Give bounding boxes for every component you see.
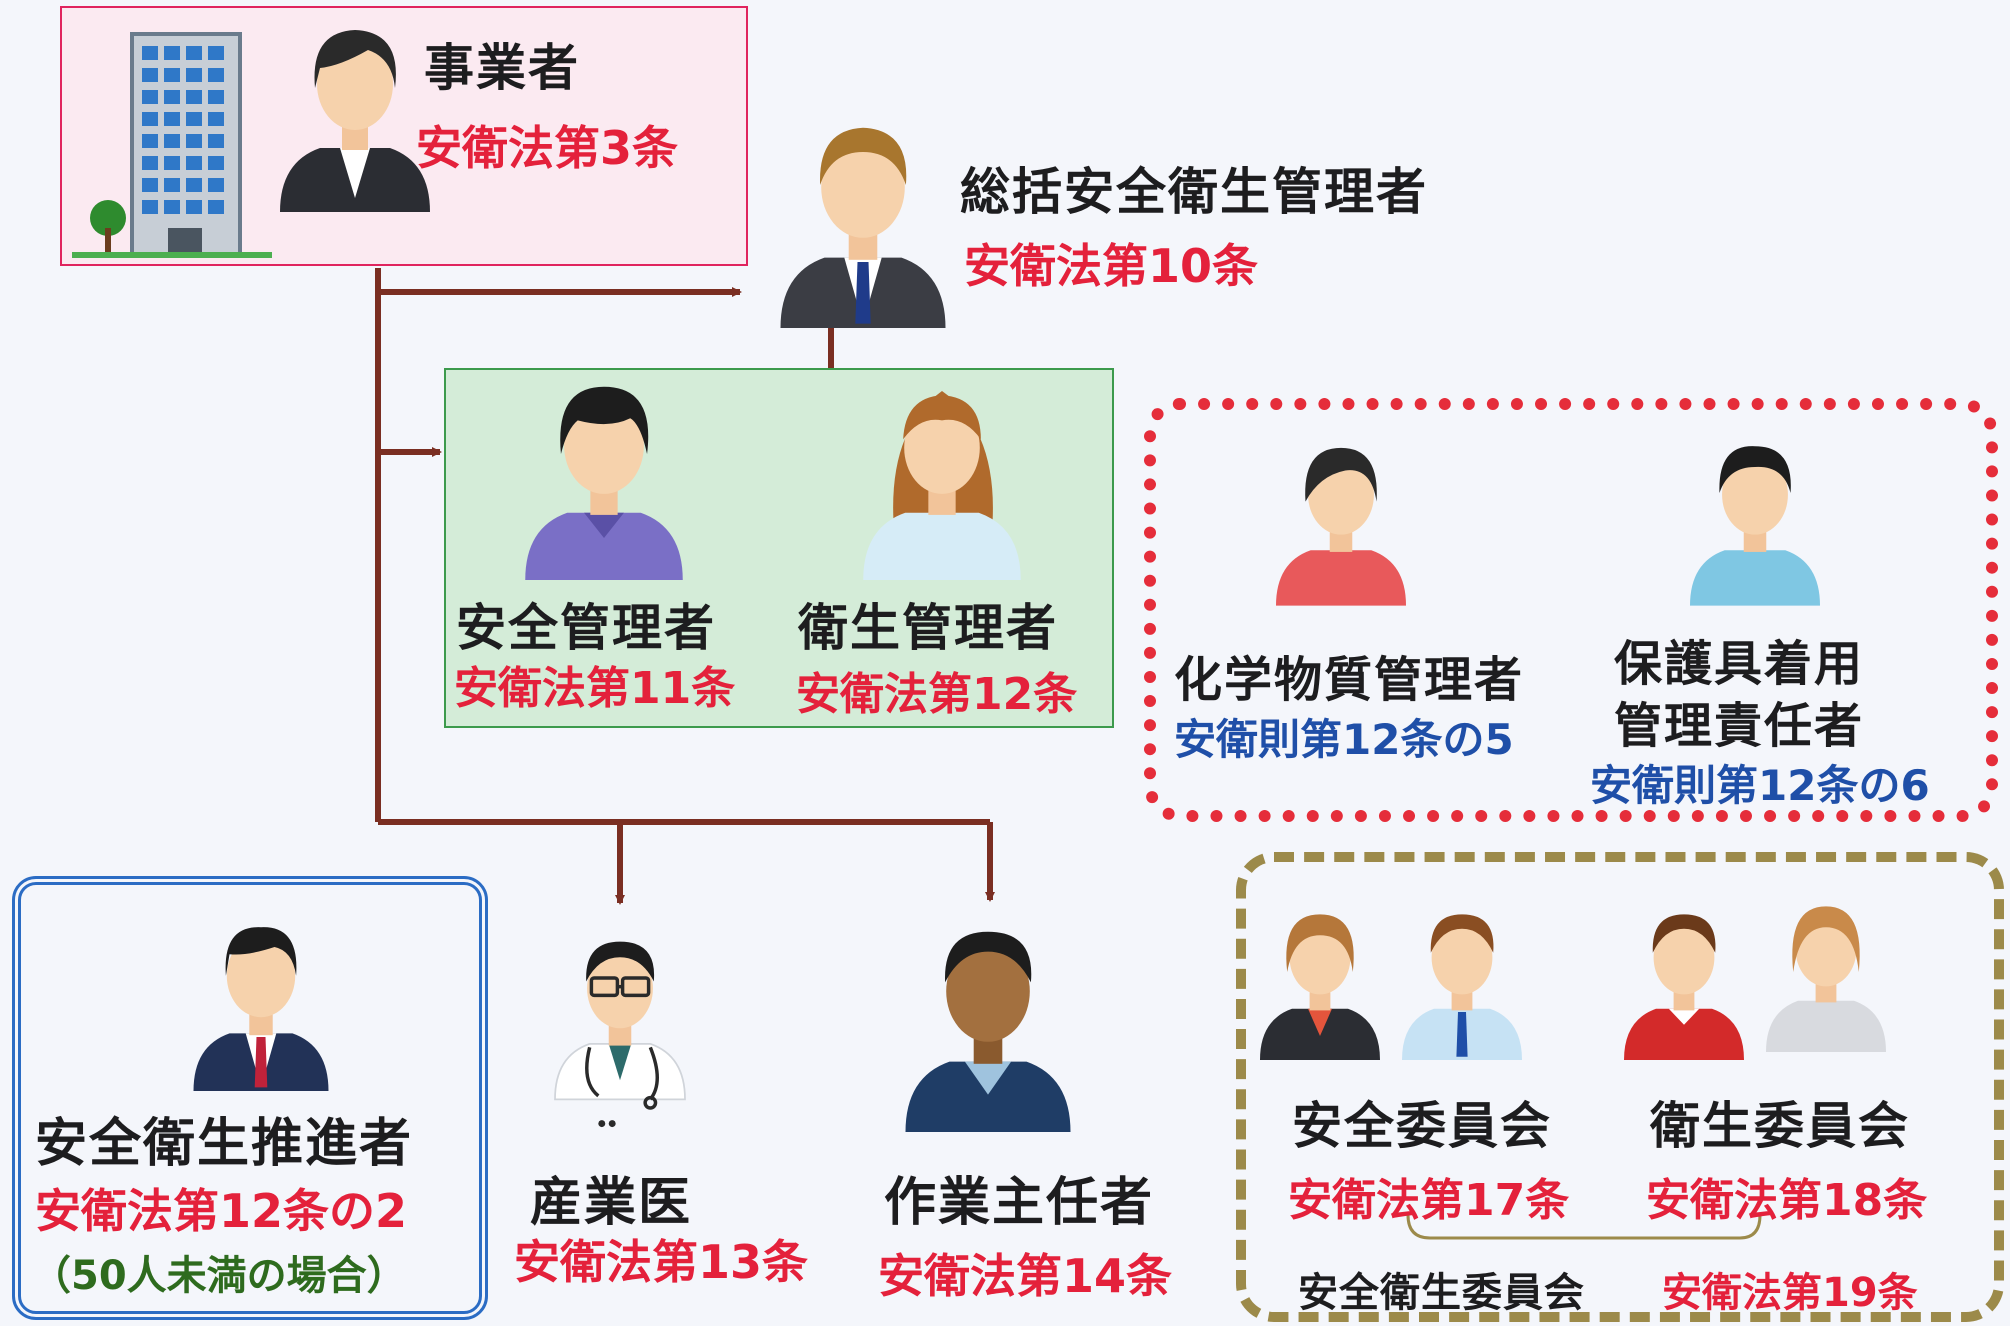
- health-manager-law: 安衛法第12条: [796, 669, 1078, 720]
- general-manager-law: 安衛法第10条: [964, 239, 1259, 293]
- safety-committee-law: 安衛法第17条: [1288, 1175, 1570, 1226]
- promoter-box: 安全衛生推進者 安衛法第12条の2 （50人未満の場合）: [12, 876, 488, 1320]
- joint-committee-law: 安衛法第19条: [1662, 1270, 1918, 1316]
- chemical-manager-title: 化学物質管理者: [1174, 652, 1525, 708]
- health-committee-law: 安衛法第18条: [1646, 1175, 1928, 1226]
- physician-law: 安衛法第13条: [514, 1235, 809, 1289]
- managers-box: 安全管理者 安衛法第11条 衛生管理者 安衛法第12条: [444, 368, 1114, 728]
- committee-bracket: [1406, 1214, 1762, 1240]
- health-committee-title: 衛生委員会: [1650, 1097, 1910, 1155]
- committee-person-1-icon: [1260, 914, 1380, 1060]
- physician-person-icon: [554, 941, 686, 1128]
- protective-manager-title-line2: 管理責任者: [1614, 698, 1865, 754]
- joint-committee-title: 安全衛生委員会: [1298, 1270, 1585, 1316]
- safety-manager-law: 安衛法第11条: [454, 663, 736, 714]
- health-manager-person-icon: [863, 391, 1021, 580]
- safety-committee-title: 安全委員会: [1292, 1097, 1552, 1155]
- safety-manager-title: 安全管理者: [456, 599, 716, 657]
- physician-title: 産業医: [530, 1173, 693, 1233]
- employer-box: 事業者 安衛法第3条: [60, 6, 748, 266]
- chemical-manager-rule: 安衛則第12条の5: [1174, 715, 1514, 764]
- health-manager-title: 衛生管理者: [798, 599, 1058, 657]
- promoter-title: 安全衛生推進者: [35, 1114, 414, 1174]
- chief-person-icon: [905, 931, 1071, 1132]
- committees-box: 安全委員会 安衛法第17条 衛生委員会 安衛法第18条 安全衛生委員会 安衛法第…: [1236, 852, 2004, 1322]
- protective-manager-title-line1: 保護具着用: [1614, 636, 1865, 692]
- chief-title: 作業主任者: [884, 1173, 1155, 1233]
- chemical-managers-box: 化学物質管理者 安衛則第12条の5 保護具着用 管理責任者 安衛則第12条の6: [1144, 398, 1998, 822]
- committee-person-4-icon: [1766, 906, 1886, 1052]
- general-manager-title: 総括安全衛生管理者: [960, 163, 1428, 221]
- committee-person-2-icon: [1402, 914, 1522, 1060]
- employer-law: 安衛法第3条: [416, 121, 679, 175]
- employer-person-icon: [280, 30, 430, 212]
- promoter-person-icon: [193, 927, 329, 1091]
- promoter-note: （50人未満の場合）: [31, 1253, 407, 1299]
- office-building-icon: [72, 32, 272, 258]
- general-manager-person-icon: [780, 127, 946, 328]
- chief-law: 安衛法第14条: [878, 1249, 1173, 1303]
- employer-title: 事業者: [424, 39, 580, 97]
- chemical-manager-person-icon: [1276, 447, 1406, 606]
- protective-manager-person-icon: [1690, 446, 1820, 606]
- committee-person-3-icon: [1624, 914, 1744, 1060]
- promoter-law: 安衛法第12条の2: [35, 1184, 408, 1238]
- safety-manager-person-icon: [525, 386, 683, 580]
- protective-manager-rule: 安衛則第12条の6: [1590, 761, 1930, 810]
